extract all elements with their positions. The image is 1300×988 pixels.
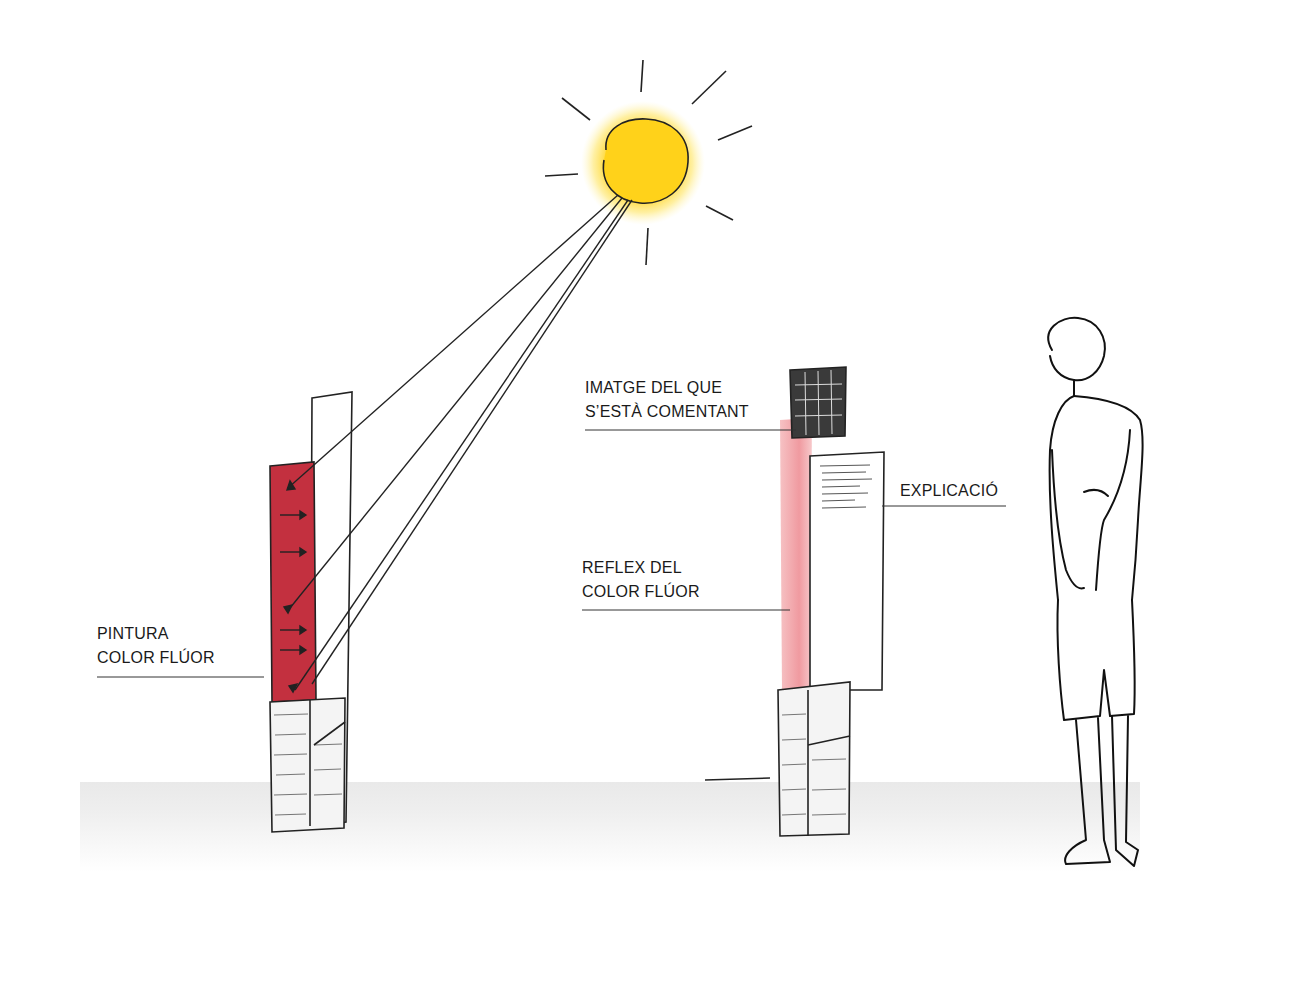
callout-label: PINTURA COLOR FLÚOR	[97, 622, 217, 670]
leader-lines	[97, 430, 1006, 677]
callout-label: IMATGE DEL QUE S’ESTÀ COMENTANT	[585, 376, 775, 424]
callout-label: REFLEX DEL COLOR FLÚOR	[582, 556, 714, 604]
right-totem	[705, 367, 884, 836]
sun-rays	[288, 195, 632, 690]
sun	[545, 60, 752, 265]
person-figure	[1048, 318, 1142, 866]
left-totem	[270, 392, 352, 832]
ground-shadow	[80, 782, 1140, 872]
callout-label: EXPLICACIÓ	[900, 479, 1020, 503]
reflection-arrows	[280, 481, 306, 692]
